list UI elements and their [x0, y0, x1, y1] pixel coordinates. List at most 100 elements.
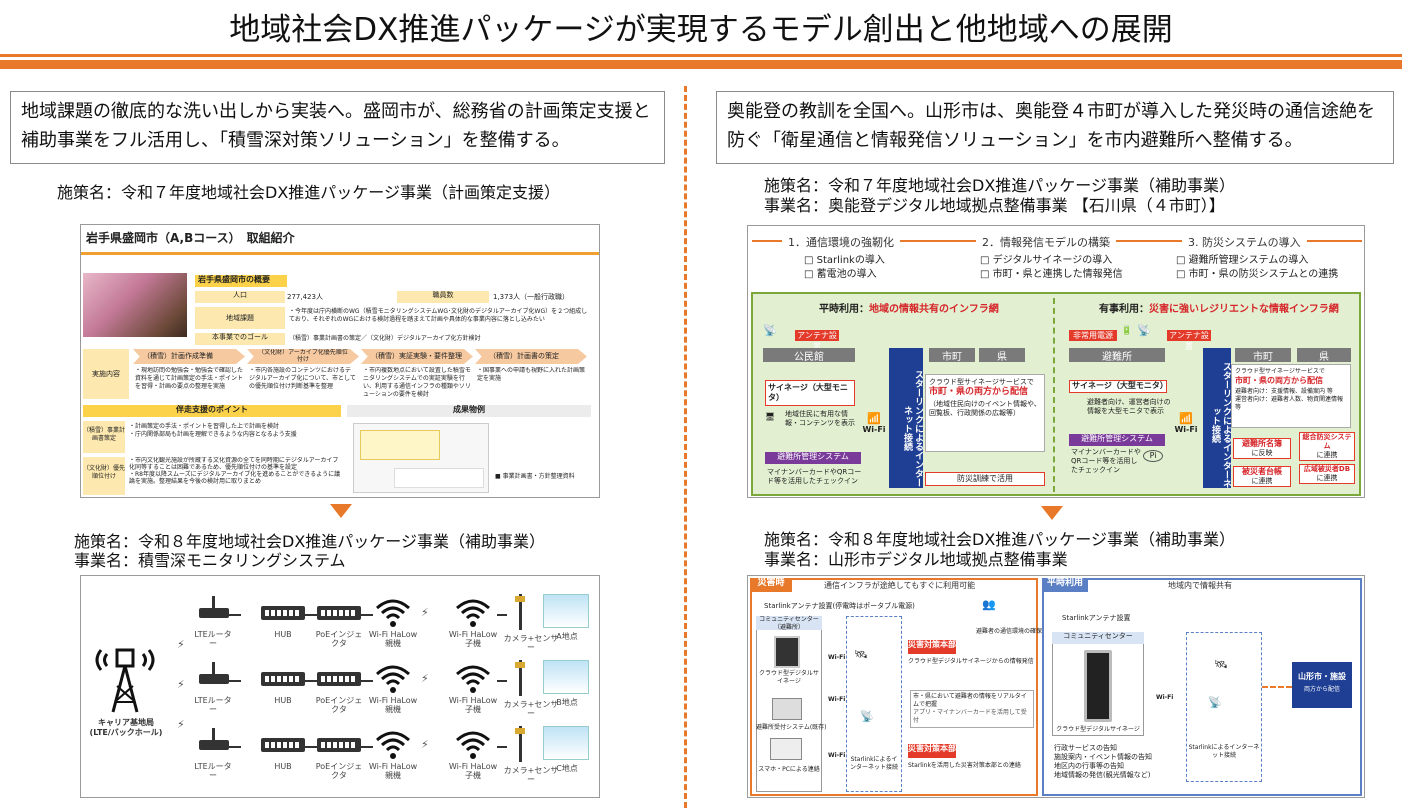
noto-item-2a: □ デジタルサイネージの導入	[980, 255, 1113, 266]
mgmt-bar-normal: 避難所管理システム	[765, 452, 861, 464]
mgmt-text-normal: マイナンバーカードやQRコード等を活用したチェックイン	[767, 468, 862, 485]
result-doc-thumb	[353, 423, 489, 493]
camera-pole-icon	[519, 594, 522, 630]
tower-label: キャリア基地局 (LTE/バックホール)	[89, 718, 163, 737]
antenna-icon	[212, 728, 215, 740]
camera-pole-icon	[519, 726, 522, 762]
device-label: PoEインジェクタ	[315, 696, 363, 714]
antenna-label-emergency: アンテナ設置	[1167, 330, 1211, 351]
device-label: Wi-Fi HaLow 親機	[368, 762, 418, 780]
yamagata-panel: 災害時 通信インフラが途絶してもすぐに利用可能 Starlinkアンテナ設置(停…	[747, 575, 1365, 798]
left-caption-2a: 施策名：令和８年度地域社会DX推進パッケージ事業（補助事業）	[74, 532, 545, 551]
site-label: C地点	[556, 764, 578, 773]
staff-value: 1,373人（一般行政職）	[493, 293, 570, 301]
left-callout: 地域課題の徹底的な洗い出しから実装へ。盛岡市が、総務省の計画策定支援と補助事業を…	[10, 91, 665, 164]
starlink-net-label: Starlinkによるインターネット接続	[849, 756, 898, 771]
noto-item-2b: □ 市町・県と連携した情報発信	[980, 269, 1123, 280]
community-label-2: コミュニティセンター	[1052, 632, 1144, 644]
signage-text-emergency: 避難者向け、運営者向けの情報を大型モニタで表示	[1087, 398, 1171, 415]
device-label: Wi-Fi HaLow 子機	[448, 762, 498, 780]
pop-label: 人口	[195, 291, 285, 303]
wifi-2: Wi-Fi	[828, 696, 846, 703]
morioka-header: 岩手県盛岡市（A,Bコース） 取組紹介	[81, 225, 599, 255]
satellite-icon: 🛰	[1214, 658, 1228, 671]
city-bar-normal: 市町	[929, 348, 975, 363]
right-callout: 奥能登の教訓を全国へ。山形市は、奥能登４市町が導入した発災時の通信途絶を防ぐ「衛…	[716, 91, 1394, 164]
site-scene-image	[543, 660, 589, 694]
noto-diagram: 平時利用：地域の情報共有のインフラ網 有事利用：災害に強いレジリエントな情報イン…	[751, 292, 1361, 496]
goal-text: （積雪）事業計画書の策定／（文化財）デジタルアーカイブ化方針検討	[289, 335, 481, 342]
lightning-icon: ⚡	[177, 638, 185, 651]
signage-device	[774, 636, 800, 668]
pref-bar-emergency: 県	[1297, 348, 1351, 363]
site-scene-image	[543, 726, 589, 760]
link-icon: ⚡	[421, 606, 429, 619]
wifi-halow-client-icon	[456, 731, 490, 759]
device-label: HUB	[274, 630, 292, 639]
hub-icon	[261, 738, 305, 752]
noto-item-3a: □ 避難所管理システムの導入	[1176, 255, 1309, 266]
mgmt-text-emergency: マイナンバーカードやQRコード等を活用したチェックイン	[1071, 448, 1141, 474]
camera-icon	[515, 728, 525, 734]
satellite-dish-icon: 📡	[763, 324, 777, 337]
hq1-label: 災害対策本部	[908, 640, 956, 654]
support-row-2-label: （文化財）優先順位付け	[83, 457, 125, 495]
noto-item-1a: □ Starlinkの導入	[804, 255, 885, 266]
signage-box-emergency: サイネージ（大型モニタ）	[1069, 380, 1168, 393]
wifi-3: Wi-Fi	[828, 752, 846, 759]
hub-icon	[261, 672, 305, 686]
city-bar-emergency: 市町	[1235, 348, 1291, 363]
right-caption-1b: 事業名：奥能登デジタル地域拠点整備事業 【石川県（４市町）】	[764, 196, 1225, 215]
support-title: 伴走支援のポイント	[83, 405, 341, 417]
step-text-4: ・国事業への申請も視野に入れた計画策定を実施	[477, 367, 585, 382]
link-icon: ⚡	[421, 738, 429, 751]
hq2-label: 災害対策本部	[908, 744, 956, 758]
cloud-box-emergency: クラウド型サイネージサービスで 市町・県の両方から配信 避難者向け：支援情報、設…	[1231, 364, 1351, 428]
noto-item-3b: □ 市町・県の防災システムとの連携	[1176, 269, 1339, 280]
noto-head-3: 3. 防災システムの導入	[1182, 234, 1307, 250]
noto-panel: 1．通信環境の強靭化 2．情報発信モデルの構築 3. 防災システムの導入 □ S…	[747, 225, 1365, 498]
router-icon	[199, 740, 229, 750]
device-label: PoEインジェクタ	[315, 762, 363, 780]
pc-device	[770, 738, 802, 760]
support-row-1-text: ・計画策定の手法・ポイントを習得した上で計画を検討 ・庁内関係部局も計画を理解で…	[129, 423, 297, 438]
device-label: カメラ+センサー	[503, 766, 559, 784]
hq1-text: クラウド型デジタルサイネージからの情報発信	[908, 658, 1034, 665]
wifi-normal: 📶Wi-Fi	[862, 412, 886, 434]
normal-section	[1042, 578, 1362, 796]
device-label: カメラ+センサー	[503, 634, 559, 652]
smart-label: スマホ・PCによる連絡	[758, 766, 820, 773]
camera-icon	[515, 596, 525, 602]
wifi-1: Wi-Fi	[828, 654, 846, 661]
sakura-photo	[83, 273, 187, 337]
reach-label: 避難者の通信環境の確保	[976, 628, 1043, 635]
morioka-panel: 岩手県盛岡市（A,Bコース） 取組紹介 岩手県盛岡市の概要 人口 277,423…	[80, 224, 600, 498]
laptop-device	[772, 698, 802, 720]
right-caption-2a: 施策名：令和８年度地域社会DX推進パッケージ事業（補助事業）	[764, 530, 1235, 549]
result-note: ■ 事業計画書・方針整理資料	[495, 473, 575, 480]
pi-badge: Pi	[1143, 450, 1163, 462]
device-label: LTEルーター	[194, 762, 232, 780]
signage-text-normal: 地域住民に有用な情報・コンテンツを表示	[785, 410, 855, 427]
starlink-bar-normal: スターリンクによるインターネット接続	[889, 348, 923, 488]
normal-tag: 平時利用	[1042, 578, 1088, 592]
site-scene-image	[543, 594, 589, 628]
lightning-icon: ⚡	[177, 678, 185, 691]
disaster-tag: 災害時	[750, 578, 792, 592]
wifi-halow-ap-icon	[376, 665, 410, 693]
title-underline	[0, 54, 1402, 57]
hq2-text: Starlinkを活用した災害対策本部との連絡	[908, 762, 1021, 769]
network-panel: キャリア基地局 (LTE/バックホール) ⚡ ⚡ ⚡ ⚡ LTEルーター HUB Po…	[80, 575, 600, 798]
signage-box-normal: サイネージ（大型モニタ）	[765, 380, 855, 406]
antenna-icon	[212, 662, 215, 674]
staff-label: 職員数	[397, 291, 489, 303]
starlink-net-label-2: Starlinkによるインターネット接続	[1188, 744, 1260, 759]
overview-title: 岩手県盛岡市の概要	[195, 275, 287, 287]
noto-item-1b: □ 蓄電池の導入	[804, 269, 877, 280]
pop-value: 277,423人	[287, 293, 323, 301]
step-text-2: ・市内各施設のコンテンツにおけるデジタルアーカイブ化について、市としての優先順位…	[249, 367, 356, 390]
device-label: Wi-Fi HaLow 子機	[448, 696, 498, 714]
left-caption-1: 施策名：令和７年度地域社会DX推進パッケージ事業（計画策定支援）	[57, 183, 560, 202]
right-caption-2b: 事業名：山形市デジタル地域拠点整備事業	[764, 550, 1068, 569]
dish-icon: 📡	[860, 710, 874, 723]
